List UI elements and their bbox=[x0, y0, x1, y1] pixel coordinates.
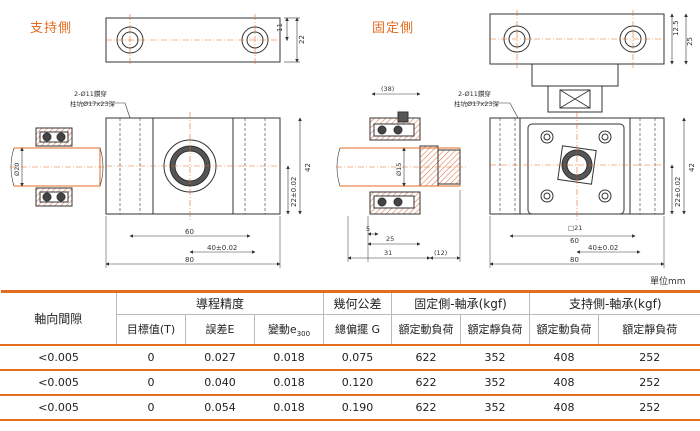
col-variation-sub: 300 bbox=[296, 329, 311, 338]
cell: 408 bbox=[529, 344, 599, 370]
support-front-view bbox=[82, 102, 302, 268]
dim-60-fixed: 60 bbox=[570, 237, 579, 245]
dim-38: (38) bbox=[381, 85, 394, 93]
col-support-bearing: 支持側-軸承(kgf) bbox=[529, 291, 700, 315]
col-target: 目標值(T) bbox=[116, 314, 186, 345]
cell: 0.190 bbox=[323, 394, 392, 420]
dim-d15: Ø15 bbox=[395, 163, 403, 176]
col-axial-clearance: 軸向間隙 bbox=[34, 311, 83, 326]
col-support-dynamic: 額定動負荷 bbox=[529, 314, 599, 345]
table-row: <0.005 0 0.027 0.018 0.075 622 352 408 2… bbox=[0, 344, 700, 370]
cell: 252 bbox=[598, 394, 700, 420]
dim-22-fixed: 22±0.02 bbox=[674, 177, 682, 207]
support-section-view bbox=[10, 127, 104, 207]
dim-42-fixed: 42 bbox=[688, 163, 696, 172]
technical-drawing: 11 22 2-Ø11鑽穿 柱坑Ø17x23深 60 40±0.02 80 42… bbox=[10, 10, 696, 268]
hole-note-1-fixed: 2-Ø11鑽穿 bbox=[458, 89, 491, 98]
cell: <0.005 bbox=[0, 394, 117, 420]
support-side-title: 支持側 bbox=[30, 21, 73, 36]
dim-12p: (12) bbox=[434, 249, 447, 257]
dim-60-support: 60 bbox=[185, 228, 194, 236]
fixed-side-title: 固定側 bbox=[372, 21, 415, 36]
col-error: 誤差E bbox=[185, 314, 255, 345]
dim-31: 31 bbox=[384, 249, 392, 257]
col-fixed-bearing: 固定側-軸承(kgf) bbox=[391, 291, 530, 315]
fixed-front-view bbox=[466, 102, 686, 268]
cell: 622 bbox=[391, 369, 461, 395]
table-row: <0.005 0 0.054 0.018 0.190 622 352 408 2… bbox=[0, 394, 700, 420]
table-row: <0.005 0 0.040 0.018 0.120 622 352 408 2… bbox=[0, 369, 700, 395]
cell: 252 bbox=[598, 344, 700, 370]
cell: 622 bbox=[391, 344, 461, 370]
cell: 0.018 bbox=[253, 394, 324, 420]
cell: 0 bbox=[116, 369, 186, 395]
dim-40-fixed: 40±0.02 bbox=[588, 244, 618, 252]
dim-22-top: 22 bbox=[298, 35, 306, 44]
hole-note-2-fixed: 柱坑Ø17x23深 bbox=[454, 99, 500, 108]
cell: 0.054 bbox=[185, 394, 255, 420]
col-fixed-static: 額定靜負荷 bbox=[460, 314, 530, 345]
cell: 252 bbox=[598, 369, 700, 395]
cell: 408 bbox=[529, 394, 599, 420]
dim-d20: Ø20 bbox=[13, 163, 21, 176]
dim-80-fixed: 80 bbox=[570, 256, 579, 264]
cell: 0.027 bbox=[185, 344, 255, 370]
fixed-top-view bbox=[489, 10, 688, 113]
dim-80-support: 80 bbox=[185, 256, 194, 264]
cell: 352 bbox=[460, 344, 530, 370]
col-fixed-dynamic: 額定動負荷 bbox=[391, 314, 461, 345]
col-support-static: 額定靜負荷 bbox=[598, 314, 700, 345]
cell: 352 bbox=[460, 394, 530, 420]
cell: 352 bbox=[460, 369, 530, 395]
header-row-2: 目標值(T) 誤差E 變動e300 總偏擺 G 額定動負荷 額定靜負荷 額定動負… bbox=[1, 314, 700, 345]
col-lead-accuracy: 導程精度 bbox=[115, 291, 324, 315]
dim-42-support: 42 bbox=[304, 163, 312, 172]
cell: 622 bbox=[391, 394, 461, 420]
col-variation-text: 變動e bbox=[267, 322, 297, 336]
spec-table: 軸向間隙 導程精度 幾何公差 固定側-軸承(kgf) 支持側-軸承(kgf) 目… bbox=[0, 290, 700, 421]
cell: 0.018 bbox=[253, 369, 324, 395]
unit-label: 單位mm bbox=[650, 277, 686, 287]
cell: 0.018 bbox=[253, 344, 324, 370]
dim-25: 25 bbox=[686, 37, 694, 46]
dim-25-fixed: 25 bbox=[386, 235, 394, 243]
dim-40-support: 40±0.02 bbox=[207, 244, 237, 252]
dim-sq21: □21 bbox=[568, 224, 582, 232]
dim-5: 5 bbox=[366, 225, 370, 233]
dim-22-support: 22±0.02 bbox=[290, 177, 298, 207]
fixed-section-view bbox=[336, 92, 466, 262]
cell: 0 bbox=[116, 394, 186, 420]
cell: 408 bbox=[529, 369, 599, 395]
cell: <0.005 bbox=[0, 344, 117, 370]
col-geometric-tolerance: 幾何公差 bbox=[323, 291, 392, 315]
cell: 0.040 bbox=[185, 369, 255, 395]
cell: 0.120 bbox=[323, 369, 392, 395]
hole-note-1: 2-Ø11鑽穿 bbox=[74, 89, 107, 98]
header-row-1: 軸向間隙 導程精度 幾何公差 固定側-軸承(kgf) 支持側-軸承(kgf) bbox=[0, 291, 700, 326]
col-variation: 變動e300 bbox=[253, 314, 324, 345]
cell: <0.005 bbox=[0, 369, 117, 395]
hole-note-2: 柱坑Ø17x23深 bbox=[70, 99, 116, 108]
cell: 0 bbox=[116, 344, 186, 370]
dim-11: 11 bbox=[276, 23, 284, 32]
col-runout: 總偏擺 G bbox=[323, 314, 392, 345]
dim-12-5: 12.5 bbox=[672, 20, 680, 36]
cell: 0.075 bbox=[323, 344, 392, 370]
support-top-view bbox=[105, 14, 300, 66]
